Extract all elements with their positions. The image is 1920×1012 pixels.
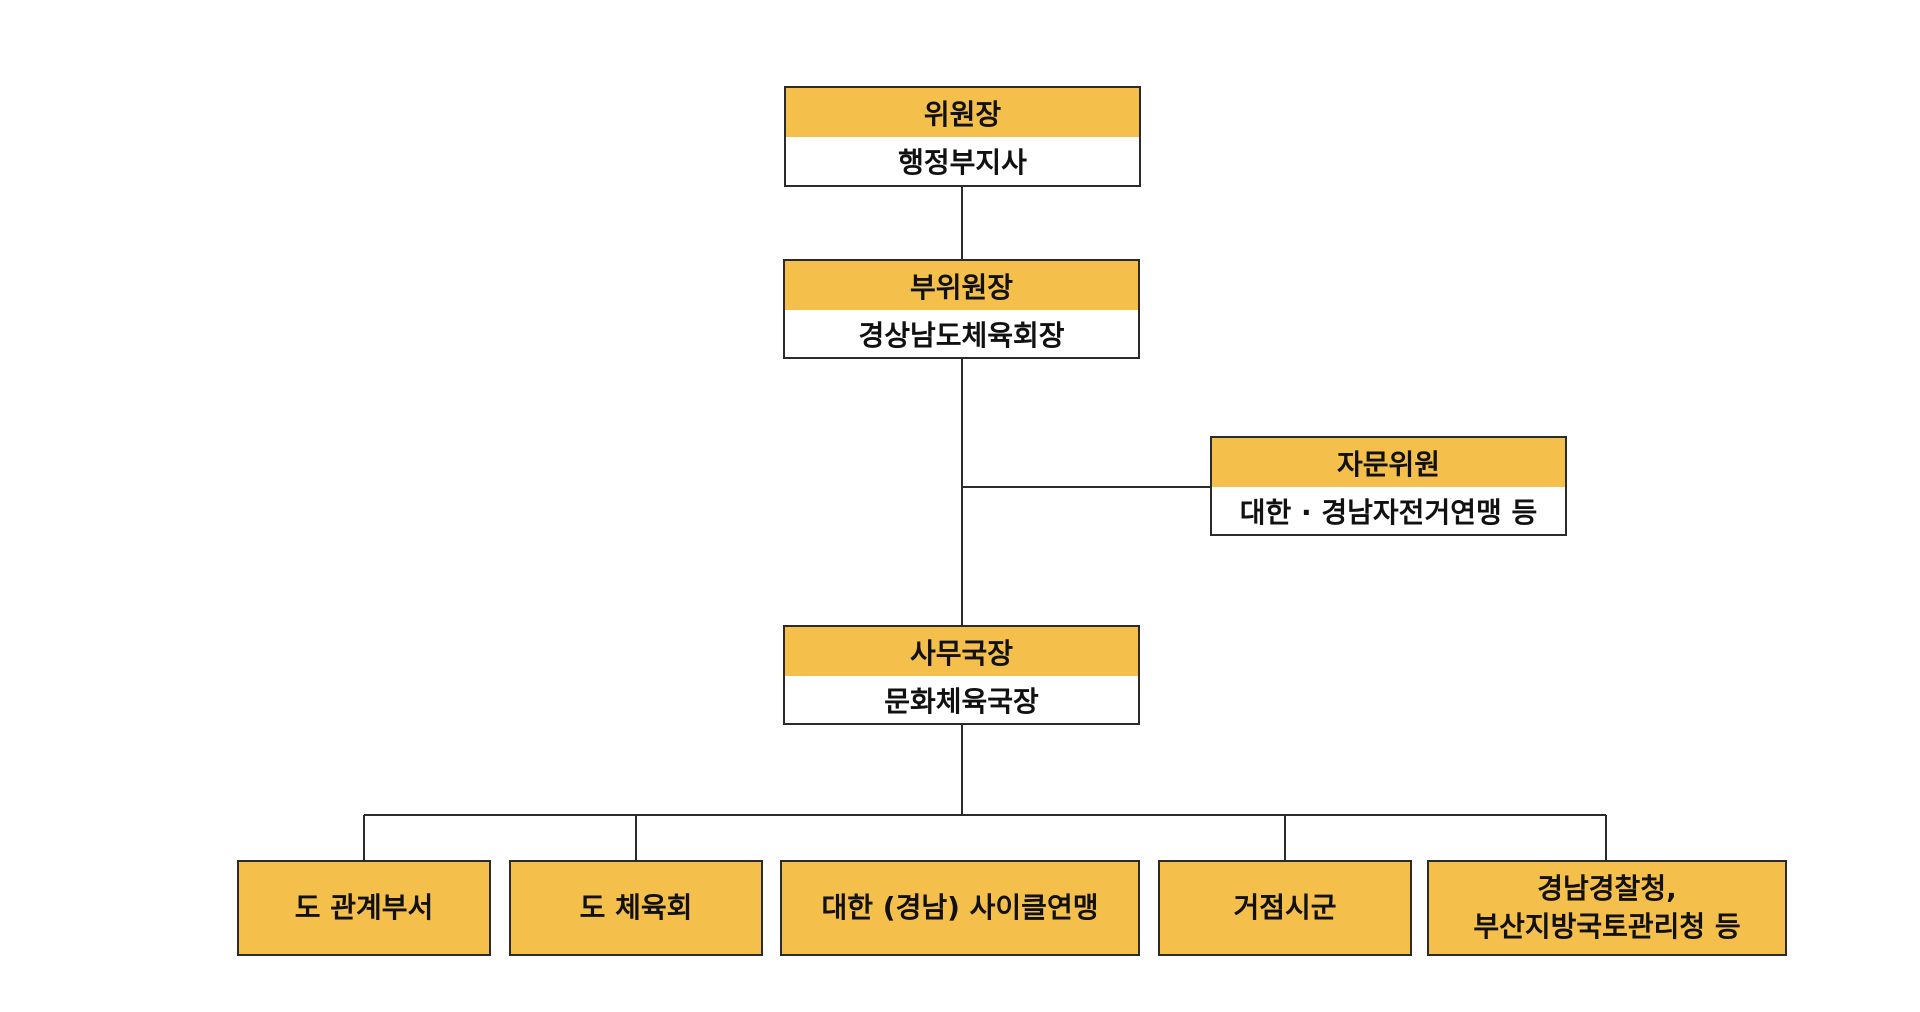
member-box-police-land-office: 경남경찰청, 부산지방국토관리청 등 bbox=[1427, 860, 1787, 956]
member-box-province-sports-council: 도 체육회 bbox=[509, 860, 763, 956]
member-label-line-2: 부산지방국토관리청 등 bbox=[1473, 910, 1741, 943]
member-box-cycling-federation: 대한 (경남) 사이클연맹 bbox=[780, 860, 1140, 956]
member-box-province-departments: 도 관계부서 bbox=[237, 860, 491, 956]
member-label: 도 체육회 bbox=[579, 891, 693, 924]
chairman-title: 위원장 bbox=[786, 88, 1139, 137]
member-box-hub-cities: 거점시군 bbox=[1158, 860, 1412, 956]
member-label: 대한 (경남) 사이클연맹 bbox=[821, 891, 1099, 924]
vice-chairman-holder: 경상남도체육회장 bbox=[785, 310, 1138, 357]
vice-chairman-box: 부위원장 경상남도체육회장 bbox=[783, 259, 1140, 359]
advisor-box: 자문위원 대한 · 경남자전거연맹 등 bbox=[1210, 436, 1567, 536]
secretary-general-box: 사무국장 문화체육국장 bbox=[783, 625, 1140, 725]
member-label: 거점시군 bbox=[1233, 891, 1337, 924]
secretary-general-holder: 문화체육국장 bbox=[785, 676, 1138, 723]
member-label-line-1: 경남경찰청, bbox=[1537, 872, 1677, 905]
vice-chairman-title: 부위원장 bbox=[785, 261, 1138, 310]
advisor-holder: 대한 · 경남자전거연맹 등 bbox=[1212, 487, 1565, 534]
member-label: 도 관계부서 bbox=[294, 891, 434, 924]
chairman-holder: 행정부지사 bbox=[786, 137, 1139, 184]
advisor-title: 자문위원 bbox=[1212, 438, 1565, 487]
chairman-box: 위원장 행정부지사 bbox=[784, 86, 1141, 187]
secretary-general-title: 사무국장 bbox=[785, 627, 1138, 676]
